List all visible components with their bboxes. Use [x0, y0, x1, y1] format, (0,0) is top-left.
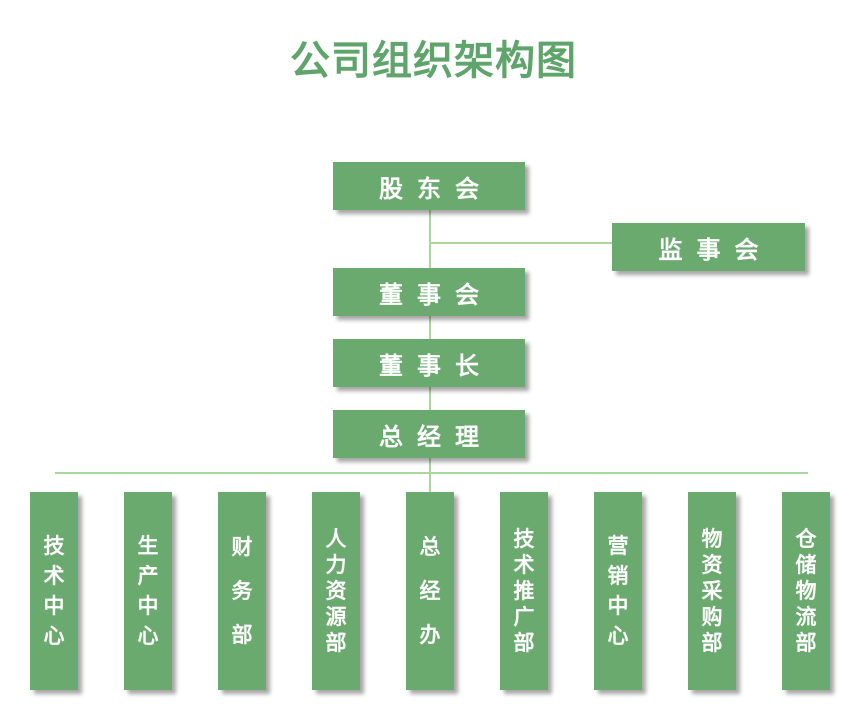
- node-department[interactable]: 财务部: [218, 492, 266, 690]
- department-label: 生产中心: [137, 534, 159, 648]
- department-label: 技术中心: [43, 534, 65, 648]
- chart-title: 公司组织架构图: [290, 38, 577, 84]
- node-department[interactable]: 物资采购部: [688, 492, 736, 690]
- node-department[interactable]: 总经办: [406, 492, 454, 690]
- node-department[interactable]: 技术中心: [30, 492, 78, 690]
- department-label: 财务部: [231, 535, 253, 647]
- connector-departments: [55, 472, 808, 474]
- node-department[interactable]: 营销中心: [594, 492, 642, 690]
- node-department[interactable]: 人力资源部: [312, 492, 360, 690]
- department-label: 技术推广部: [513, 527, 535, 655]
- node-department[interactable]: 仓储物流部: [782, 492, 830, 690]
- node-supervisors[interactable]: 监事会: [612, 223, 805, 271]
- department-label: 总经办: [419, 535, 441, 647]
- node-department[interactable]: 技术推广部: [500, 492, 548, 690]
- department-label: 仓储物流部: [795, 527, 817, 655]
- node-chairman[interactable]: 董事长: [333, 339, 525, 387]
- node-general-manager[interactable]: 总经理: [333, 410, 525, 458]
- node-department[interactable]: 生产中心: [124, 492, 172, 690]
- connector-supervisors: [430, 242, 612, 244]
- department-label: 人力资源部: [325, 527, 347, 655]
- department-label: 物资采购部: [701, 527, 723, 655]
- node-shareholders[interactable]: 股东会: [333, 162, 525, 210]
- department-label: 营销中心: [607, 534, 629, 648]
- node-board[interactable]: 董事会: [333, 268, 525, 316]
